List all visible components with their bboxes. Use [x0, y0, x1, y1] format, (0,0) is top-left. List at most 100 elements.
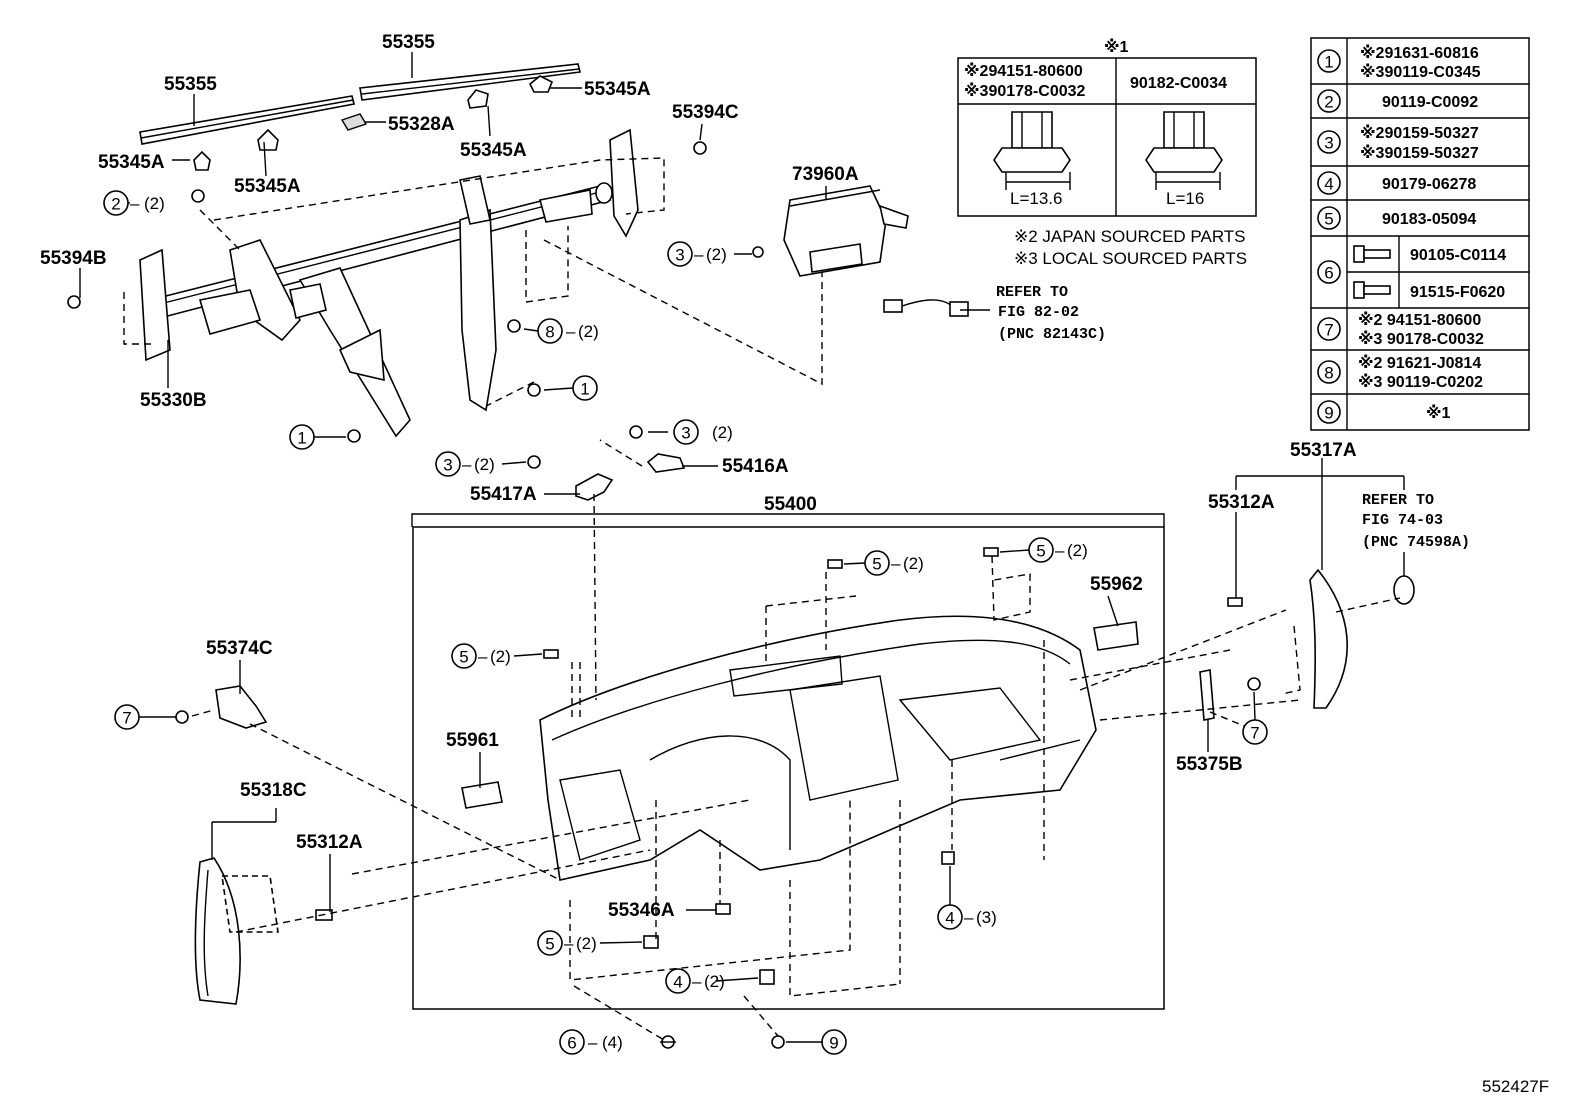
label-55416A: 55416A — [722, 456, 789, 477]
panel-box — [412, 526, 1165, 1010]
svg-text:90183-05094: 90183-05094 — [1382, 211, 1476, 228]
airbag-assy — [783, 185, 909, 277]
callout-3: 3 – (2) — [667, 241, 727, 267]
note-box-title: ※1 — [1104, 38, 1129, 56]
label-55355-top: 55355 — [382, 32, 435, 53]
svg-text:1: 1 — [297, 429, 306, 448]
svg-text:–: – — [130, 194, 140, 213]
vent-left — [461, 781, 503, 809]
svg-text:8: 8 — [1324, 364, 1333, 383]
bolt-icon — [1353, 281, 1391, 299]
callout-3: 3 (2) — [673, 419, 733, 445]
svg-text:1: 1 — [1324, 53, 1333, 72]
label-55961: 55961 — [446, 730, 499, 751]
svg-text:–: – — [588, 1033, 598, 1052]
note-left-line1: ※294151-80600 — [964, 62, 1083, 80]
callout-5: 5 – (2) — [537, 930, 597, 956]
refer-line3: (PNC 82143C) — [998, 326, 1106, 343]
svg-text:4: 4 — [673, 973, 682, 992]
legend-row-9: 9 ※1 — [1317, 400, 1451, 424]
note-right-line: 90182-C0034 — [1130, 75, 1227, 92]
label-55345A: 55345A — [460, 140, 527, 161]
note-left-dim: L=13.6 — [1010, 189, 1062, 208]
svg-text:90105-C0114: 90105-C0114 — [1410, 247, 1506, 264]
svg-text:90119-C0092: 90119-C0092 — [1382, 94, 1478, 111]
svg-text:3: 3 — [675, 246, 684, 265]
refer-note-82-02: REFER TO FIG 82-02 (PNC 82143C) — [996, 284, 1106, 343]
svg-text:※3 90119-C0202: ※3 90119-C0202 — [1358, 373, 1483, 391]
strip-top — [359, 63, 581, 101]
legend-row-7: 7 ※2 94151-80600 ※3 90178-C0032 — [1317, 311, 1484, 348]
svg-text:(2): (2) — [903, 554, 924, 573]
svg-text:–: – — [1055, 541, 1065, 560]
label-55346A: 55346A — [608, 900, 675, 921]
svg-text:–: – — [564, 934, 574, 953]
svg-text:(2): (2) — [474, 455, 495, 474]
svg-text:7: 7 — [1250, 724, 1259, 743]
svg-text:※291631-60816: ※291631-60816 — [1360, 44, 1479, 62]
svg-text:※290159-50327: ※290159-50327 — [1360, 124, 1479, 142]
note-box: ※1 ※294151-80600 ※390178-C0032 90182-C00… — [957, 38, 1257, 268]
label-55400: 55400 — [764, 494, 817, 515]
callout-3: 3 – (2) — [435, 451, 495, 477]
clips — [193, 75, 554, 171]
svg-text:(2): (2) — [704, 972, 725, 991]
svg-text:(2): (2) — [1067, 541, 1088, 560]
svg-text:2: 2 — [111, 195, 120, 214]
callout-9: 9 — [821, 1029, 847, 1055]
callout-5: 5 – (2) — [1028, 537, 1088, 563]
callout-1: 1 — [572, 375, 598, 401]
svg-text:(3): (3) — [976, 908, 997, 927]
label-55345A: 55345A — [98, 152, 165, 173]
svg-text:※2 91621-J0814: ※2 91621-J0814 — [1358, 354, 1481, 372]
svg-text:(2): (2) — [490, 647, 511, 666]
svg-text:6: 6 — [567, 1034, 576, 1053]
callout-7: 7 — [1242, 719, 1268, 745]
label-55312A-left: 55312A — [296, 832, 363, 853]
part-labels: 55355 55355 55345A 55328A 55345A 55345A … — [40, 32, 1357, 921]
svg-text:(2): (2) — [144, 194, 165, 213]
legend-row-6: 6 90105-C0114 91515-F0620 — [1317, 245, 1506, 301]
svg-text:※390119-C0345: ※390119-C0345 — [1360, 63, 1481, 81]
callout-1: 1 — [289, 424, 315, 450]
svg-text:–: – — [694, 245, 704, 264]
svg-text:9: 9 — [829, 1034, 838, 1053]
svg-text:5: 5 — [1036, 542, 1045, 561]
svg-text:※390159-50327: ※390159-50327 — [1360, 144, 1479, 162]
svg-text:–: – — [891, 554, 901, 573]
svg-text:–: – — [566, 322, 576, 341]
legend-row-4: 4 90179-06278 — [1317, 171, 1476, 195]
svg-text:–: – — [964, 908, 974, 927]
bolt-icon — [1353, 245, 1391, 263]
svg-text:2: 2 — [1324, 93, 1333, 112]
label-55345A: 55345A — [584, 79, 651, 100]
callout-5: 5 – (2) — [451, 643, 511, 669]
svg-text:5: 5 — [545, 935, 554, 954]
svg-text:7: 7 — [122, 709, 131, 728]
svg-text:–: – — [478, 647, 488, 666]
svg-text:9: 9 — [1324, 404, 1333, 423]
legend-row-2: 2 90119-C0092 — [1317, 89, 1478, 113]
svg-text:4: 4 — [945, 909, 954, 928]
svg-text:3: 3 — [681, 424, 690, 443]
svg-text:5: 5 — [872, 555, 881, 574]
svg-text:※2 94151-80600: ※2 94151-80600 — [1358, 311, 1481, 329]
small-brackets — [575, 453, 686, 501]
dashed-leaders — [123, 157, 1401, 1041]
label-55417A: 55417A — [470, 484, 537, 505]
legend-table: 1 ※291631-60816 ※390119-C0345 2 90119-C0… — [1310, 37, 1530, 431]
instrument-panel — [539, 615, 1097, 881]
svg-text:6: 6 — [1324, 264, 1333, 283]
note-right-dim: L=16 — [1166, 189, 1204, 208]
refer-line3: (PNC 74598A) — [1362, 534, 1470, 551]
label-55375B: 55375B — [1176, 754, 1243, 775]
legend-row-1: 1 ※291631-60816 ※390119-C0345 — [1317, 44, 1481, 81]
svg-text:(2): (2) — [576, 934, 597, 953]
svg-text:90179-06278: 90179-06278 — [1382, 176, 1476, 193]
label-55962: 55962 — [1090, 574, 1143, 595]
label-55394C: 55394C — [672, 102, 739, 123]
refer-note-74-03: REFER TO FIG 74-03 (PNC 74598A) — [1362, 492, 1470, 551]
label-73960A: 73960A — [792, 164, 859, 185]
svg-text:(2): (2) — [712, 423, 733, 442]
legend-row-5: 5 90183-05094 — [1317, 206, 1476, 230]
